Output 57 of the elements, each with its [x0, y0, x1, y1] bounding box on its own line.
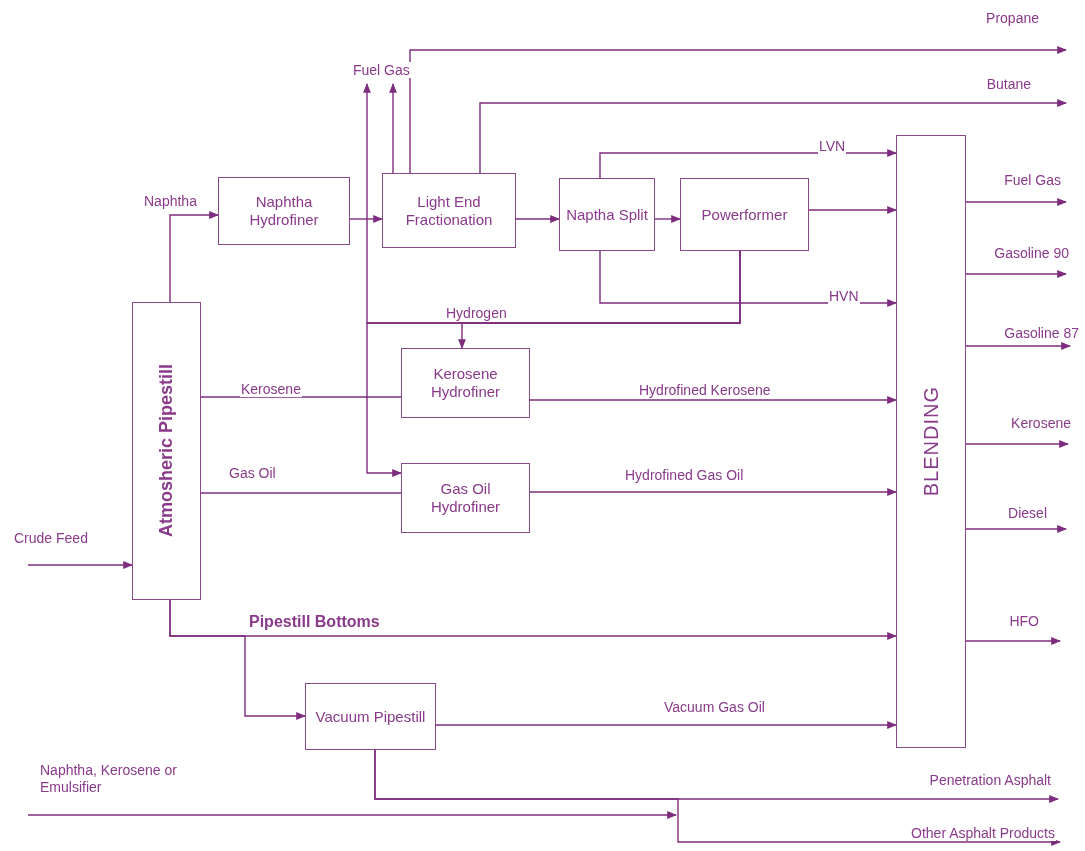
process-box: [305, 683, 436, 750]
process-box: [132, 302, 201, 600]
box-label: Kerosene Hydrofiner: [429, 365, 502, 401]
flow-arrow: [409, 46, 1067, 174]
flow-arrow: [965, 440, 1069, 448]
process-box: [401, 348, 530, 418]
flow-arrow: [389, 83, 397, 174]
edge-label: Fuel Gas: [352, 62, 411, 79]
process-box: [680, 178, 809, 251]
flow-arrow: [808, 206, 897, 214]
flow-arrow: [169, 211, 219, 303]
box-label: Naphtha, Kerosene or Emulsifier: [39, 762, 178, 796]
edge-label: HVN: [828, 288, 860, 305]
edge-label: Other Asphalt Products: [910, 825, 1056, 842]
box-label: Vacuum Pipestill: [314, 707, 427, 726]
flow-arrow: [654, 215, 681, 223]
edge-label: Penetration Asphalt: [928, 772, 1052, 789]
box-label: BLENDING: [919, 386, 943, 497]
box-label: Light End Fractionation: [404, 192, 494, 229]
edge-label: Propane: [985, 10, 1040, 27]
edge-label: Hydrogen: [445, 305, 508, 322]
flow-arrow: [965, 637, 1061, 645]
edge-label: Naphtha: [143, 193, 198, 210]
box-label: Gas Oil Hydrofiner: [429, 480, 502, 516]
flow-arrow: [599, 149, 897, 179]
process-box: [382, 173, 516, 248]
flow-arrow: [529, 396, 897, 404]
box-label: Powerformer: [700, 205, 789, 224]
process-box: [218, 177, 350, 245]
flow-line: [200, 492, 402, 494]
edge-label: Kerosene: [240, 381, 302, 398]
flow-arrow: [599, 250, 897, 307]
flow-arrow: [965, 342, 1071, 350]
edge-label: Hydrofined Gas Oil: [624, 467, 745, 484]
flow-line: [200, 396, 402, 398]
edge-label: LVN: [818, 138, 847, 155]
flow-arrow: [27, 561, 133, 569]
flow-arrow: [363, 83, 741, 324]
flow-arrow: [965, 525, 1067, 533]
process-box: [559, 178, 655, 251]
box-label: Naptha Split: [565, 205, 649, 224]
edge-label: Hydrofined Kerosene: [638, 382, 772, 399]
flow-arrow: [169, 599, 306, 720]
flow-arrow: [965, 198, 1067, 206]
flow-arrow: [349, 215, 383, 223]
flow-arrow: [965, 270, 1067, 278]
edge-label: Pipestill Bottoms: [248, 613, 381, 632]
flow-arrow: [27, 811, 677, 819]
flow-arrow: [515, 215, 560, 223]
flow-arrow: [529, 488, 897, 496]
box-label: Atmosheric Pipestill: [155, 364, 177, 538]
process-box: [401, 463, 530, 533]
flow-arrow: [374, 749, 1061, 846]
flow-arrow: [479, 99, 1067, 174]
box-label: Naphtha Hydrofiner: [248, 193, 320, 229]
flow-arrow: [435, 721, 897, 729]
process-box: [896, 135, 966, 748]
